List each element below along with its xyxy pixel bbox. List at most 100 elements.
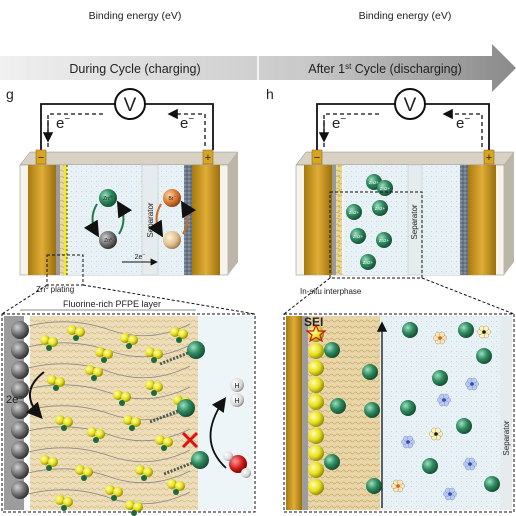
zn-oxidation-arrow-g xyxy=(116,200,133,235)
f-atom xyxy=(75,465,85,475)
sei-f-atom xyxy=(308,462,324,478)
anode-collector-h xyxy=(304,165,332,275)
zn-ion-zoom xyxy=(187,341,205,359)
f-atom xyxy=(47,375,57,385)
anode-collector-g xyxy=(28,165,56,275)
pfpe-chain xyxy=(27,489,191,505)
zn-metal-g-label: Zn0 xyxy=(104,237,112,244)
f-atom xyxy=(83,467,93,477)
zinc-atom xyxy=(11,381,29,399)
sei-f-atom xyxy=(308,377,324,393)
c-atom xyxy=(161,445,167,451)
zinc-atom xyxy=(11,421,29,439)
c-atom xyxy=(61,425,67,431)
zn-ion-h-label: Zn2+ xyxy=(353,234,364,239)
banner-label-charging: During Cycle (charging) xyxy=(69,62,200,76)
two-electron-label-g: 2e− xyxy=(135,252,146,261)
wire-left-h xyxy=(316,103,395,150)
blocked-cross-icon xyxy=(181,431,199,449)
f-atom xyxy=(120,333,130,343)
zoom-panel-left: Fluorine-rich PFPE layer 2e− H H xyxy=(1,299,256,516)
water-hydrogen-1 xyxy=(223,451,233,461)
electrolyte-zoom-right xyxy=(380,316,500,510)
terminal-plus-g-sign: + xyxy=(205,152,211,164)
h2-label-bottom: H xyxy=(234,398,239,405)
f-atom xyxy=(145,347,155,357)
c-atom xyxy=(119,400,125,406)
sei-label: SEI xyxy=(304,315,323,329)
zn-ion-electrolyte xyxy=(422,458,438,474)
cell-side-face-h xyxy=(504,152,514,275)
voltmeter-h-label: V xyxy=(404,95,417,116)
terminal-minus-g xyxy=(35,149,47,165)
c-atom xyxy=(111,495,117,501)
zn-ion-zoom xyxy=(177,399,195,417)
voltmeter-g-label: V xyxy=(124,95,137,116)
f-atom xyxy=(128,335,138,345)
oxygen-atom xyxy=(229,455,247,473)
f-atom xyxy=(63,417,73,427)
h2-label-top: H xyxy=(234,383,239,390)
f-atom xyxy=(163,437,173,447)
zn-ion-h-label: Zn2+ xyxy=(379,238,390,243)
c-atom xyxy=(46,345,52,351)
h2-atom-bottom xyxy=(230,393,244,407)
zoom-box-h xyxy=(329,191,423,279)
f-atom xyxy=(145,380,155,390)
br-arrow-right-g xyxy=(180,200,197,235)
anion-flower-icon xyxy=(433,331,447,345)
f-atom xyxy=(48,457,58,467)
sei-yellow-atoms xyxy=(308,326,346,495)
collector-zoom-right xyxy=(286,316,302,510)
interphase-label: In-situ interphase xyxy=(300,287,362,296)
pfpe-chain xyxy=(27,447,191,463)
sei-f-atom xyxy=(308,326,324,342)
zn-ion-h xyxy=(360,254,376,270)
zinc-atom xyxy=(11,481,29,499)
pfpe-layer-label: Fluorine-rich PFPE layer xyxy=(63,299,161,309)
zinc-atom xyxy=(11,461,29,479)
anion-flower-icon xyxy=(477,325,491,339)
zn-ion-g-label: Zn2+ xyxy=(103,195,113,202)
anion-flower-icon xyxy=(465,377,479,391)
c-atom xyxy=(73,335,79,341)
f-atom xyxy=(87,427,97,437)
ion-trail xyxy=(159,351,189,366)
zn-ion-h-label: Zn2+ xyxy=(375,206,386,211)
zn-ion-h xyxy=(372,200,388,216)
zoom-connector-h-left xyxy=(283,277,331,315)
terminal-plus-g xyxy=(202,149,214,165)
zn-ion-sei xyxy=(324,454,340,470)
f-atom xyxy=(155,435,165,445)
c-atom xyxy=(61,505,67,511)
voltmeter-g xyxy=(114,88,146,120)
zn-ion-electrolyte xyxy=(432,370,448,386)
c-atom xyxy=(131,510,137,516)
f-atom xyxy=(75,327,85,337)
f-atom xyxy=(67,325,77,335)
sei-f-atom xyxy=(308,445,324,461)
c-atom xyxy=(91,375,97,381)
c-atom xyxy=(53,385,59,391)
sei-f-atom xyxy=(308,343,324,359)
terminal-minus-h xyxy=(311,149,323,165)
zn-ion-h xyxy=(376,232,392,248)
zoom-box-g xyxy=(46,254,84,286)
zn-ion-sei xyxy=(330,398,346,414)
zoom-panel-right: Separator SEI xyxy=(283,313,515,513)
f-atom xyxy=(133,502,143,512)
c-atom xyxy=(173,489,179,495)
zn-ion-h-label: Zn2+ xyxy=(380,186,391,191)
c-atom xyxy=(151,357,157,363)
water-hydrogen-2 xyxy=(241,468,251,478)
cathode-collector-g xyxy=(192,165,220,275)
c-atom xyxy=(81,475,87,481)
f-atom xyxy=(95,429,105,439)
pfpe-chain xyxy=(27,405,191,421)
xlabel-left: Binding energy (eV) xyxy=(89,10,182,22)
cell-top-face-h xyxy=(295,151,515,166)
c-atom xyxy=(126,343,132,349)
zinc-atom xyxy=(11,441,29,459)
f-atom xyxy=(113,390,123,400)
zn-reduction-arrow-g xyxy=(83,203,100,238)
